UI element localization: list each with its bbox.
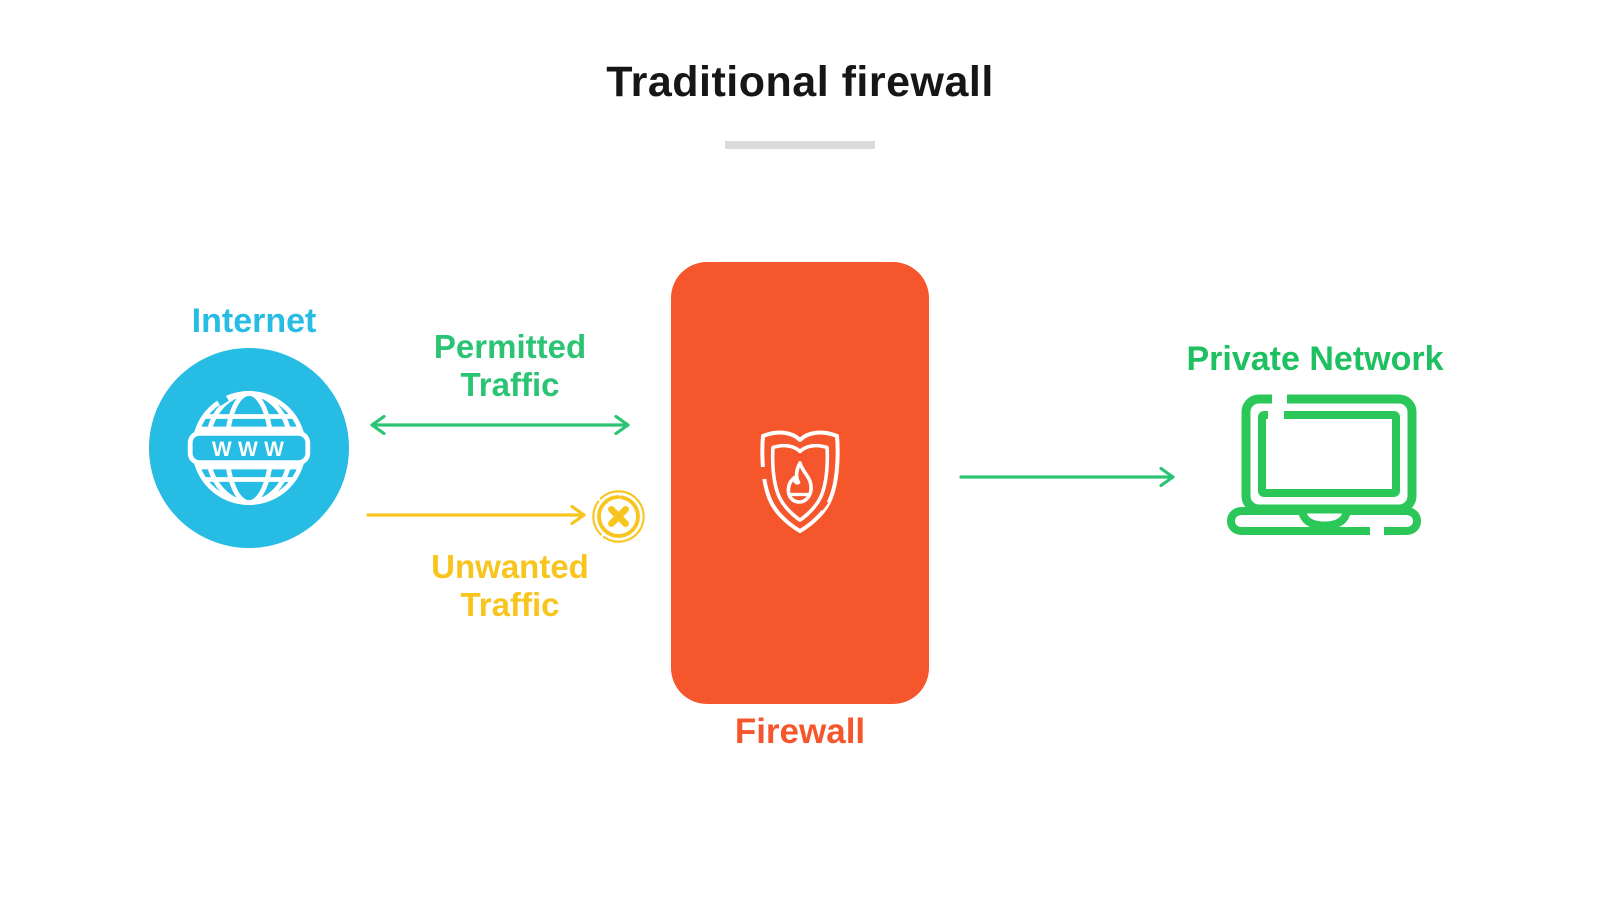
www-text: WWW [212,438,290,461]
blocked-x-icon [592,490,645,543]
internet-label: Internet [191,302,317,340]
internet-node: WWW [149,348,349,548]
shield-outline-gap-2 [817,498,829,511]
diagram-title: Traditional firewall [606,58,994,106]
laptop-icon [1227,393,1421,536]
firewall-node [671,262,929,704]
unwanted-traffic-label: Unwanted Traffic [431,548,589,623]
fire-shield-icon [759,430,840,533]
unwanted-traffic-arrow [366,504,586,526]
permitted-traffic-arrow [370,414,630,436]
www-banner [187,430,311,466]
private-network-label: Private Network [1186,340,1444,378]
shield-outline-gap [759,466,767,479]
globe-outline-gap [216,394,229,406]
permitted-traffic-label: Permitted Traffic [433,328,587,403]
firewall-label: Firewall [734,712,866,751]
title-underline [725,141,875,149]
firewall-to-network-arrow [959,466,1175,488]
globe-www-icon: WWW [187,390,311,506]
